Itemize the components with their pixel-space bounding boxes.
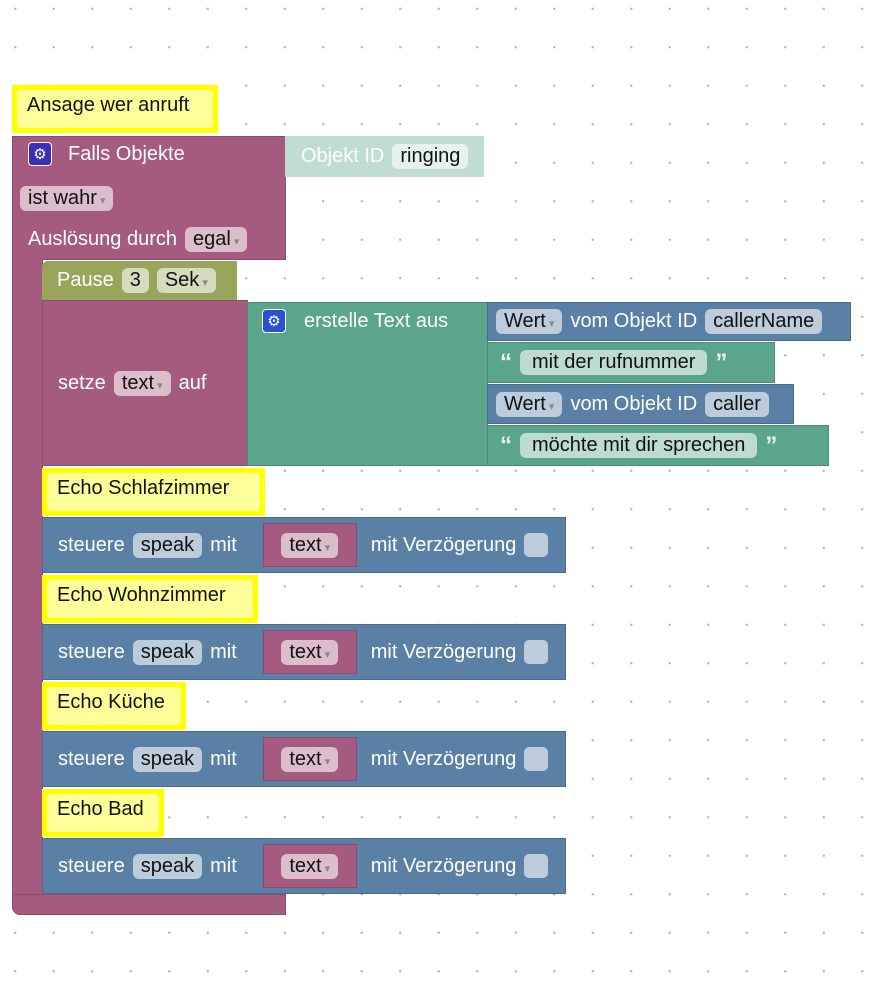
trigger-block-spine <box>12 258 43 908</box>
state-field[interactable]: speak <box>132 746 203 772</box>
control-block[interactable]: steuere speak mit text mit Verzögerung <box>42 624 566 680</box>
variable-dropdown[interactable]: text <box>281 853 339 879</box>
object-id-field[interactable]: ringing <box>392 144 469 169</box>
object-id-label: Objekt ID <box>301 145 385 167</box>
comment-echo-wohnzimmer[interactable]: Echo Wohnzimmer <box>42 575 258 623</box>
variable-block[interactable]: text <box>262 844 357 888</box>
object-id-field[interactable]: callerName <box>705 309 823 334</box>
trigger-by-label: Auslösung durch <box>28 228 177 250</box>
quote-open-icon: “ <box>500 431 512 459</box>
comment-echo-kueche[interactable]: Echo Küche <box>42 682 186 730</box>
state-field[interactable]: speak <box>132 853 203 879</box>
state-field[interactable]: speak <box>132 532 203 558</box>
with-label: mit <box>210 640 237 663</box>
pause-label: Pause <box>57 269 114 291</box>
text-literal-block[interactable]: “ möchte mit dir sprechen ” <box>487 425 829 466</box>
control-label: steuere <box>58 640 125 663</box>
control-block[interactable]: steuere speak mit text mit Verzögerung <box>42 838 566 894</box>
with-label: mit <box>210 747 237 770</box>
pause-block[interactable]: Pause 3 Sek <box>42 261 237 300</box>
get-value-block[interactable]: Wert vom Objekt ID caller <box>487 384 794 424</box>
comment-main[interactable]: Ansage wer anruft <box>12 85 218 133</box>
with-label: mit <box>210 854 237 877</box>
object-id-block[interactable]: Objekt ID ringing <box>285 136 484 177</box>
get-value-block[interactable]: Wert vom Objekt ID callerName <box>487 302 851 341</box>
value-mode-dropdown[interactable]: Wert <box>496 391 563 417</box>
variable-block[interactable]: text <box>262 737 357 781</box>
delay-label: mit Verzögerung <box>370 854 517 877</box>
delay-checkbox[interactable] <box>524 533 549 557</box>
trigger-label: Falls Objekte <box>68 142 185 165</box>
delay-checkbox[interactable] <box>524 854 549 878</box>
control-label: steuere <box>58 854 125 877</box>
gear-icon[interactable]: ⚙ <box>28 142 52 166</box>
delay-checkbox[interactable] <box>524 747 549 771</box>
comment-echo-schlafzimmer[interactable]: Echo Schlafzimmer <box>42 468 265 516</box>
object-id-label: vom Objekt ID <box>570 392 698 415</box>
delay-label: mit Verzögerung <box>370 640 517 663</box>
pause-unit-dropdown[interactable]: Sek <box>156 268 216 293</box>
condition-dropdown[interactable]: ist wahr <box>20 186 114 211</box>
with-label: mit <box>210 533 237 556</box>
variable-dropdown[interactable]: text <box>113 370 171 396</box>
delay-label: mit Verzögerung <box>370 747 517 770</box>
delay-label: mit Verzögerung <box>370 533 517 556</box>
delay-checkbox[interactable] <box>524 640 549 664</box>
join-label: erstelle Text aus <box>304 309 449 332</box>
control-label: steuere <box>58 747 125 770</box>
object-id-field[interactable]: caller <box>705 391 769 417</box>
value-mode-dropdown[interactable]: Wert <box>496 309 563 334</box>
control-block[interactable]: steuere speak mit text mit Verzögerung <box>42 731 566 787</box>
variable-dropdown[interactable]: text <box>281 746 339 772</box>
trigger-by-dropdown[interactable]: egal <box>184 227 248 252</box>
set-suffix: auf <box>178 371 207 394</box>
variable-dropdown[interactable]: text <box>281 532 339 558</box>
variable-block[interactable]: text <box>262 630 357 674</box>
quote-open-icon: “ <box>500 348 512 376</box>
control-label: steuere <box>58 533 125 556</box>
quote-close-icon: ” <box>715 348 728 376</box>
variable-block[interactable]: text <box>262 523 357 567</box>
gear-icon[interactable]: ⚙ <box>262 309 286 333</box>
comment-echo-bad[interactable]: Echo Bad <box>42 789 164 837</box>
trigger-block-bottom <box>12 894 286 915</box>
state-field[interactable]: speak <box>132 639 203 665</box>
text-field[interactable]: möchte mit dir sprechen <box>520 433 758 458</box>
text-field[interactable]: mit der rufnummer <box>520 350 708 375</box>
trigger-header: ⚙ Falls Objekte <box>28 142 185 166</box>
object-id-label: vom Objekt ID <box>570 310 698 332</box>
variable-dropdown[interactable]: text <box>281 639 339 665</box>
text-literal-block[interactable]: “ mit der rufnummer ” <box>487 342 775 383</box>
control-block[interactable]: steuere speak mit text mit Verzögerung <box>42 517 566 573</box>
set-label: setze <box>58 371 106 394</box>
set-variable-block[interactable]: setze textauf <box>42 300 248 466</box>
join-text-block[interactable] <box>247 302 488 466</box>
quote-close-icon: ” <box>765 431 778 459</box>
pause-value[interactable]: 3 <box>121 268 149 293</box>
